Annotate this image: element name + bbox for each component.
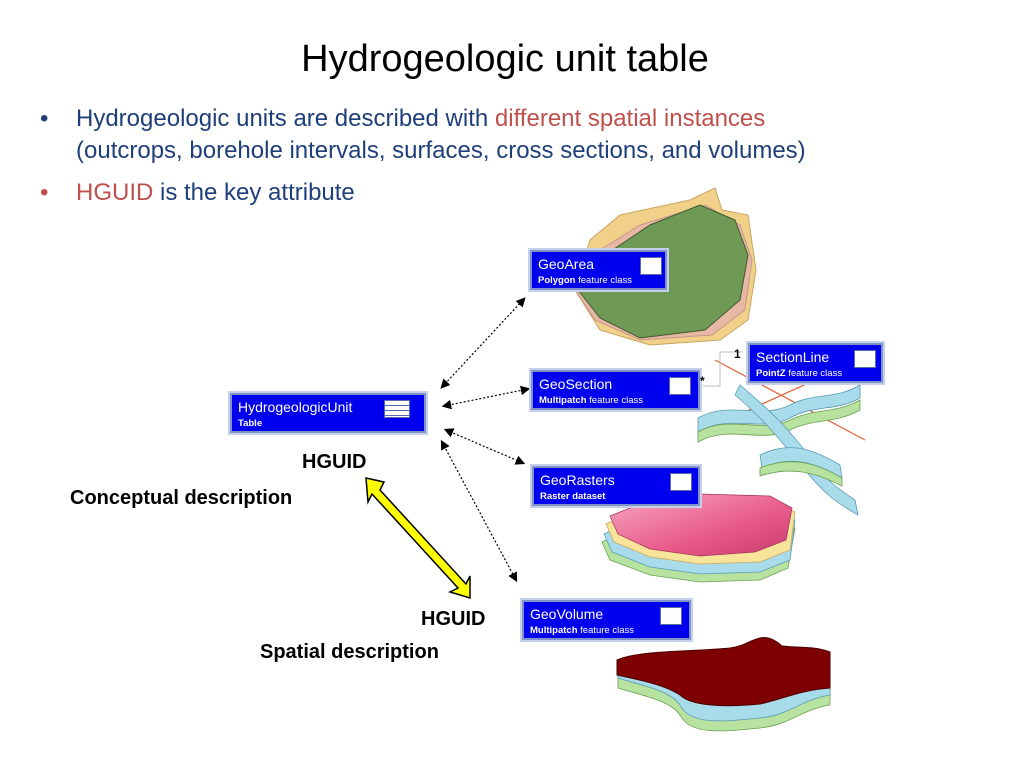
box-type: PointZ feature class <box>756 368 843 379</box>
hguid-label-bottom: HGUID <box>421 608 486 630</box>
georasters-surface-illustration <box>601 493 796 583</box>
spatial-description-label: Spatial description <box>260 641 439 663</box>
cardinality-many-label: * <box>700 374 705 388</box>
hguid-link-arrow <box>365 477 471 600</box>
bullet-dot-icon: • <box>40 179 49 206</box>
hguid-label-top: HGUID <box>302 451 367 473</box>
box-type: Raster dataset <box>540 491 606 502</box>
geosection-feature-class-box[interactable]: GeoSection Multipatch feature class <box>531 370 700 410</box>
box-title: SectionLine <box>756 349 830 365</box>
bullet-text: is the key attribute <box>153 179 355 206</box>
box-title: GeoRasters <box>540 472 615 488</box>
multipatch-icon <box>669 377 691 395</box>
table-icon <box>384 400 410 418</box>
bullet-item-hguid: • HGUID is the key attribute <box>40 177 1000 209</box>
geoarea-feature-class-box[interactable]: GeoArea Polygon feature class <box>530 250 667 290</box>
sectionline-connector <box>703 351 743 387</box>
geovolume-illustration <box>616 637 831 732</box>
point-icon <box>854 350 876 368</box>
georasters-dataset-box[interactable]: GeoRasters Raster dataset <box>532 466 700 506</box>
bullet-list: • Hydrogeologic units are described with… <box>40 103 1000 219</box>
box-title: GeoVolume <box>530 606 604 622</box>
multipatch-icon <box>660 607 682 625</box>
raster-icon <box>670 473 692 491</box>
conceptual-description-label: Conceptual description <box>70 487 293 509</box>
cardinality-one-label: 1 <box>734 347 741 361</box>
bullet-highlight: different spatial instances <box>494 105 766 132</box>
geosection-cross-section-illustration <box>697 354 871 516</box>
hydrogeologic-unit-table-box[interactable]: HydrogeologicUnit Table <box>230 393 426 433</box>
bullet-dot-icon: • <box>40 105 49 132</box>
sectionline-feature-class-box[interactable]: SectionLine PointZ feature class <box>748 343 883 383</box>
polygon-icon <box>640 257 662 275</box>
box-type: Table <box>238 418 263 429</box>
box-type: Polygon feature class <box>538 275 632 286</box>
bullet-item-spatial-instances: • Hydrogeologic units are described with… <box>40 103 1000 167</box>
bullet-text: Hydrogeologic units are described with <box>76 105 495 132</box>
bullet-text-continued: (outcrops, borehole intervals, surfaces,… <box>76 137 806 164</box>
relationship-arrows <box>440 297 531 583</box>
box-type: Multipatch feature class <box>539 395 644 406</box>
box-title: GeoArea <box>538 256 595 272</box>
geovolume-feature-class-box[interactable]: GeoVolume Multipatch feature class <box>522 600 691 640</box>
bullet-highlight: HGUID <box>76 179 154 206</box>
slide-title: Hydrogeologic unit table <box>301 38 709 80</box>
box-title: HydrogeologicUnit <box>238 399 353 415</box>
box-type: Multipatch feature class <box>530 625 635 636</box>
box-title: GeoSection <box>539 376 613 392</box>
